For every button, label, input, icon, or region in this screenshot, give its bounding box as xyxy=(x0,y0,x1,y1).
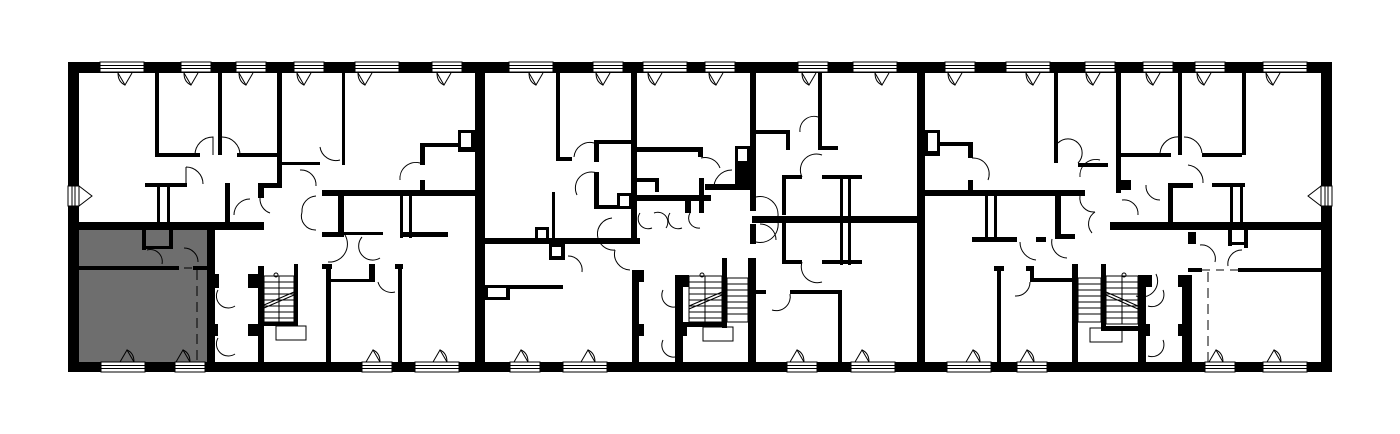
window-sashes-bottom xyxy=(119,349,1282,363)
staircase-right xyxy=(1077,272,1139,343)
center-section-walls xyxy=(485,73,917,364)
door-swings xyxy=(146,115,1243,358)
structural-walls xyxy=(78,62,1322,372)
exterior-walls xyxy=(68,62,1332,372)
side-windows xyxy=(67,185,1333,207)
right-section-walls xyxy=(925,73,1321,366)
staircase-center xyxy=(688,272,749,342)
staircase-left xyxy=(263,272,307,341)
left-section-walls xyxy=(79,73,475,366)
window-sashes-top xyxy=(117,72,1281,86)
